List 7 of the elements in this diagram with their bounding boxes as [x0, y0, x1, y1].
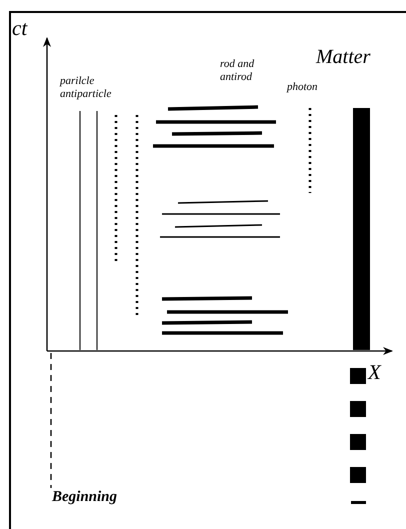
matter-label: Matter [316, 46, 370, 69]
rod-label: rod and antirod [220, 58, 256, 84]
beginning-label: Beginning [52, 489, 118, 506]
axis-label: X [368, 360, 381, 384]
particle-label: parilcle antiparticle [60, 75, 112, 100]
axis-label: ct [12, 16, 28, 40]
photon-label: photon [287, 81, 318, 94]
